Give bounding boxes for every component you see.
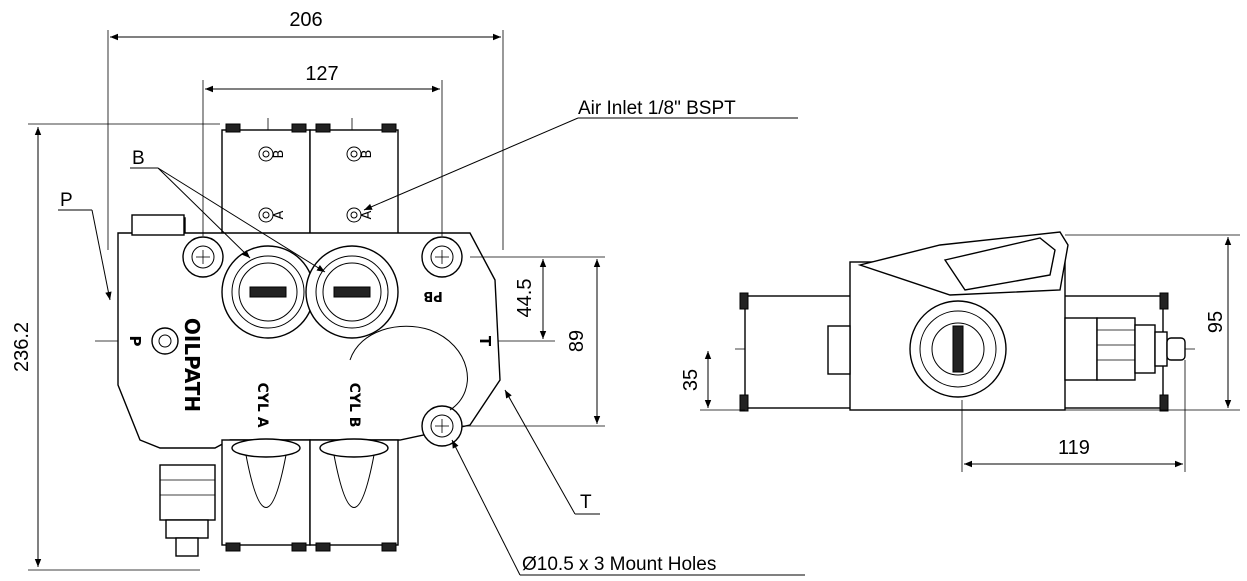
cyl-b-mark: CYL B — [346, 383, 362, 428]
side-view — [735, 231, 1195, 412]
brand-mark: OILPATH — [180, 318, 204, 412]
cap-a-mark-2: A — [360, 210, 375, 219]
dim-side-height: 95 — [1205, 311, 1227, 333]
cap-a-mark-1: A — [272, 210, 287, 219]
cyl-a-mark: CYL A — [254, 382, 270, 427]
side-left-fitting — [827, 325, 851, 375]
pressure-relief-top — [131, 214, 185, 236]
relief-valve-fitting — [159, 464, 216, 557]
side-right-fitting — [1064, 317, 1098, 381]
callout-port-p: P — [60, 190, 73, 211]
p-mark: P — [126, 336, 144, 347]
spool-port-a — [221, 245, 315, 339]
bottom-actuator-a — [221, 438, 311, 552]
cap-b-mark-1: B — [272, 150, 287, 159]
mount-hole-3 — [421, 405, 463, 447]
front-dimensions: 206 127 236.2 44.5 89 — [11, 9, 605, 571]
mount-hole-1 — [182, 236, 224, 278]
callout-air-inlet: Air Inlet 1/8" BSPT — [578, 98, 736, 119]
dim-port-offset: 44.5 — [514, 279, 536, 318]
dim-inner-width: 127 — [305, 63, 338, 85]
tank-port-recess — [349, 325, 468, 411]
dim-side-offset: 35 — [680, 369, 702, 391]
p-port — [151, 327, 179, 355]
mount-hole-2 — [421, 236, 463, 278]
top-actuator-b: B A — [309, 123, 399, 236]
dim-mount-spacing: 89 — [566, 330, 588, 352]
front-view: B A B A — [95, 118, 501, 557]
callout-mount-holes: Ø10.5 x 3 Mount Holes — [522, 554, 716, 575]
callouts: Air Inlet 1/8" BSPT B P T Ø10.5 x 3 Moun… — [58, 98, 805, 576]
t-mark: T — [476, 336, 494, 347]
dim-overall-width: 206 — [289, 9, 322, 31]
side-air-cap — [943, 237, 1056, 291]
bottom-actuator-b — [309, 438, 399, 552]
dim-overall-height: 236.2 — [11, 322, 33, 372]
dim-side-length: 119 — [1058, 437, 1090, 459]
cap-b-mark-2: B — [360, 150, 375, 159]
callout-port-b: B — [132, 148, 145, 169]
spool-port-b — [305, 245, 399, 339]
pb-mark: PB — [423, 288, 442, 303]
top-actuator-a: B A — [221, 123, 311, 236]
side-dimensions: 95 35 119 — [680, 234, 1240, 472]
callout-port-t: T — [580, 492, 592, 513]
